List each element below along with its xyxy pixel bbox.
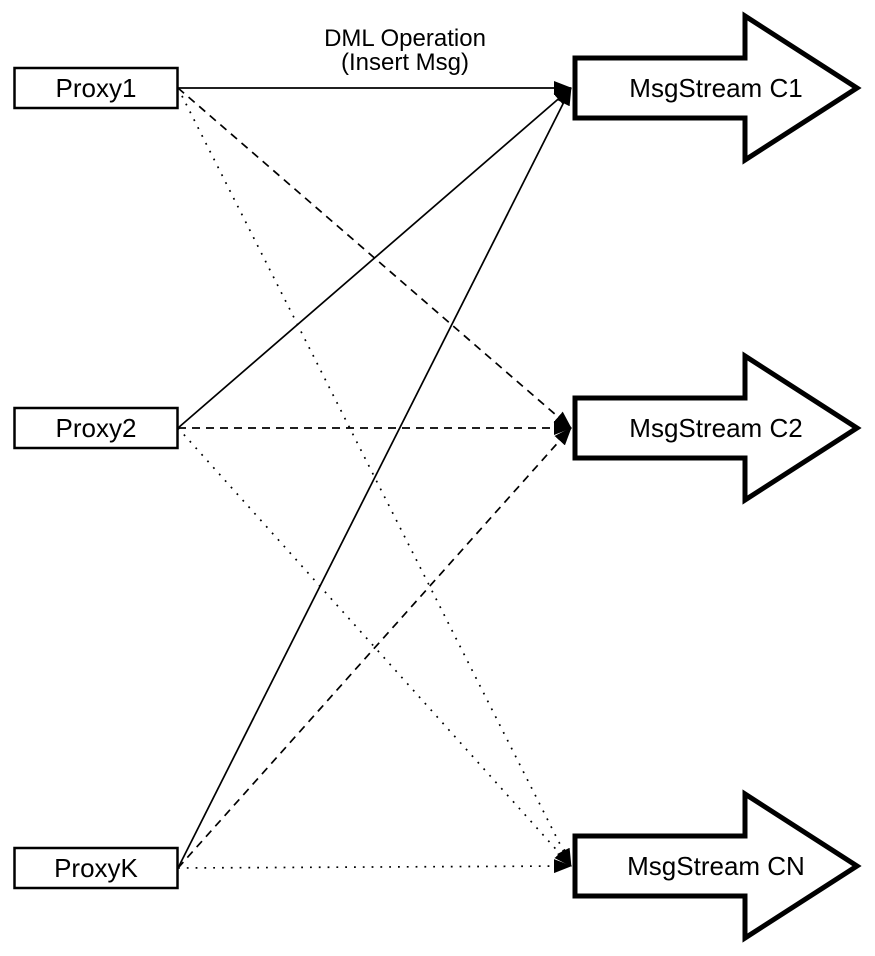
edge-proxy1-to-c2 [177,87,572,429]
edges-layer [177,81,572,874]
node-msgstream-c2: MsgStream C2 [572,351,862,505]
node-proxy2: Proxy2 [13,406,179,450]
msgstream-c1-arrow-shape [572,11,862,165]
msgstream-c1-label: MsgStream C1 [629,73,802,103]
proxyk-label: ProxyK [54,853,138,883]
edge-proxyk-to-c1 [177,87,572,869]
proxy2-label: Proxy2 [56,413,137,443]
diagram-title-line2: (Insert Msg) [341,49,469,76]
edge-proxyk-to-c2 [177,427,572,869]
msgstream-c2-arrow-shape [572,351,862,505]
edge-proxyk-to-cn [177,859,572,874]
diagram-title-line1: DML Operation [324,25,486,52]
node-msgstream-cn: MsgStream CN [572,789,862,943]
msgstream-c2-label: MsgStream C2 [629,413,802,443]
proxyk-box [13,846,179,890]
proxy2-box [13,406,179,450]
proxy1-box [13,66,179,110]
proxy1-label: Proxy1 [56,73,137,103]
msgstream-cn-label: MsgStream CN [627,851,805,881]
msgstream-cn-arrow-shape [572,789,862,943]
node-proxy1: Proxy1 [13,66,179,110]
node-msgstream-c1: MsgStream C1 [572,11,862,165]
node-proxyk: ProxyK [13,846,179,890]
edge-proxy2-to-cn [177,427,572,867]
